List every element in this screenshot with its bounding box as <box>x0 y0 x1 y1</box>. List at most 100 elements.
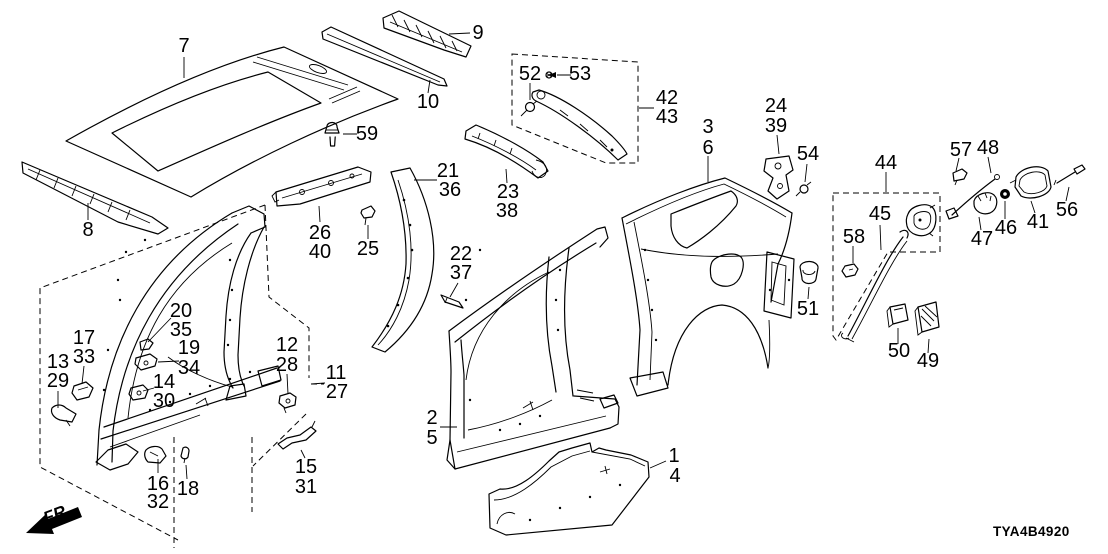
part-callout-35: 35 <box>169 319 193 341</box>
dashed-box-42-43 <box>511 53 639 164</box>
roof-side-strip <box>321 26 448 87</box>
clip-20-35 <box>139 338 154 351</box>
part-callout-2: 2 <box>426 407 438 429</box>
diagram-code: TYA4B4920 <box>993 524 1070 539</box>
part-callout-41: 41 <box>1026 211 1050 233</box>
bracket-24-39 <box>763 155 794 200</box>
bracket-12-28 <box>278 392 297 414</box>
part-callout-6: 6 <box>702 137 714 159</box>
part-callout-15: 15 <box>294 456 318 478</box>
grommet-46 <box>1000 189 1010 199</box>
part-callout-4: 4 <box>669 465 681 487</box>
rear-rail-42-43 <box>531 89 628 161</box>
bracket-14-30 <box>128 384 149 401</box>
part-callout-40: 40 <box>308 241 332 263</box>
clip-57 <box>952 168 968 186</box>
opener-cable-48 <box>945 174 1000 220</box>
front-roof-rail <box>21 161 169 235</box>
part-callout-23: 23 <box>496 181 520 203</box>
part-callout-14: 14 <box>152 371 176 393</box>
clip-18 <box>180 446 190 464</box>
bezel-47 <box>973 192 998 215</box>
bracket-17-33 <box>71 381 94 401</box>
part-callout-31: 31 <box>294 476 318 498</box>
clip-16-32 <box>144 445 167 464</box>
part-callout-29: 29 <box>46 370 70 392</box>
leader-lines <box>57 32 1070 480</box>
drain-tube-45 <box>841 229 909 343</box>
part-callout-9: 9 <box>472 22 484 44</box>
pin-56 <box>1053 164 1086 186</box>
part-callout-13: 13 <box>46 351 70 373</box>
part-callout-42: 42 <box>655 87 679 109</box>
dashed-box-44 <box>832 192 941 341</box>
part-callout-36: 36 <box>438 179 462 201</box>
part-callout-1: 1 <box>668 445 680 467</box>
part-callout-19: 19 <box>177 337 201 359</box>
part-callout-56: 56 <box>1055 199 1079 221</box>
bracket-13-29 <box>50 404 77 427</box>
part-callout-11: 11 <box>325 362 347 384</box>
strip-22-37 <box>440 294 464 309</box>
part-callout-48: 48 <box>976 137 1000 159</box>
part-callout-54: 54 <box>796 143 820 165</box>
part-callout-39: 39 <box>764 115 788 137</box>
side-sill-garnish <box>488 442 650 536</box>
inner-uniside-assembly <box>95 205 282 471</box>
part-callout-45: 45 <box>868 203 892 225</box>
part-callout-25: 25 <box>356 238 380 260</box>
clip-52 <box>520 100 538 117</box>
part-callout-43: 43 <box>655 106 679 128</box>
part-callout-50: 50 <box>887 340 911 362</box>
part-callout-49: 49 <box>916 350 940 372</box>
clip-58 <box>841 263 859 278</box>
part-callout-52: 52 <box>518 63 542 85</box>
rod-15-31 <box>277 420 317 450</box>
part-callout-46: 46 <box>994 217 1018 239</box>
part-callout-12: 12 <box>275 334 299 356</box>
clip-25 <box>360 205 376 226</box>
roof-bolt <box>324 121 340 147</box>
roof-panel <box>65 46 399 198</box>
part-callout-33: 33 <box>72 346 96 368</box>
part-callout-47: 47 <box>970 228 994 250</box>
part-callout-22: 22 <box>449 243 473 265</box>
part-callout-37: 37 <box>449 262 473 284</box>
part-callout-21: 21 <box>436 160 460 182</box>
stiffener-23-38 <box>464 124 549 179</box>
part-callout-34: 34 <box>177 357 201 379</box>
part-callout-17: 17 <box>72 327 96 349</box>
part-callout-44: 44 <box>874 152 898 174</box>
outer-side-panel-front <box>446 226 620 470</box>
part-callout-8: 8 <box>82 219 94 241</box>
bracket-49 <box>914 301 940 336</box>
fuel-lid-41 <box>1009 166 1052 199</box>
rail-26-40 <box>271 166 372 207</box>
part-callout-16: 16 <box>146 473 170 495</box>
part-callout-58: 58 <box>842 226 866 248</box>
screw-53 <box>545 71 556 79</box>
bracket-19-34 <box>134 353 158 371</box>
part-callout-18: 18 <box>176 478 200 500</box>
part-callout-38: 38 <box>495 200 519 222</box>
part-callout-57: 57 <box>949 139 973 161</box>
part-callout-27: 27 <box>325 381 349 403</box>
part-callout-32: 32 <box>146 491 170 513</box>
clip-54 <box>795 181 812 197</box>
part-callout-3: 3 <box>702 116 714 138</box>
part-callout-24: 24 <box>764 95 788 117</box>
rear-quarter-panel <box>599 177 795 409</box>
part-callout-7: 7 <box>178 35 190 57</box>
part-callout-5: 5 <box>426 427 438 449</box>
fuel-filler-recess <box>905 204 937 237</box>
part-callout-26: 26 <box>308 222 332 244</box>
part-callout-30: 30 <box>152 390 176 412</box>
bolt-51 <box>799 260 819 285</box>
part-callout-53: 53 <box>568 63 592 85</box>
part-callout-51: 51 <box>796 298 820 320</box>
part-callout-28: 28 <box>275 354 299 376</box>
part-callout-20: 20 <box>169 300 193 322</box>
